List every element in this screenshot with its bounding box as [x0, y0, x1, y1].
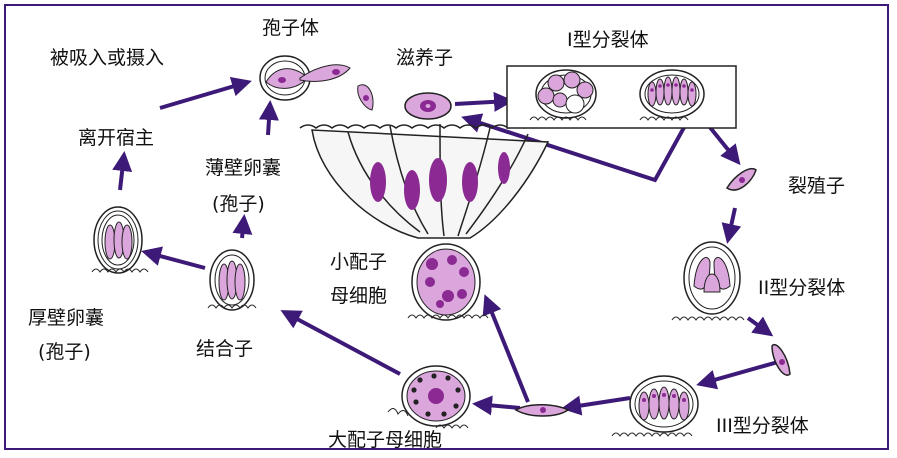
merozoite-1 — [727, 169, 756, 190]
host-nucleus — [462, 162, 478, 202]
zygote-cell — [208, 250, 256, 310]
arrow-merozoite-to-schizont3 — [700, 362, 778, 384]
arrow-trophozoite-to-schizont1 — [455, 101, 510, 104]
host-nucleus — [404, 170, 420, 210]
arrow-thin-to-sporozoite — [268, 104, 270, 135]
host-nucleus — [370, 162, 386, 202]
label-schizont-3: III型分裂体 — [716, 415, 809, 437]
label-merozoite: 裂殖子 — [788, 175, 845, 197]
host-nucleus — [498, 152, 510, 184]
label-zygote: 结合子 — [196, 338, 253, 360]
label-thick-oocyst-1: 厚壁卵囊 — [28, 307, 104, 329]
schizont-3-cell — [612, 376, 698, 436]
host-epithelium — [300, 124, 548, 238]
label-schizont-2: II型分裂体 — [758, 277, 845, 299]
label-infection: 被吸入或摄入 — [50, 47, 164, 69]
label-thick-oocyst-2: (孢子) — [38, 341, 91, 363]
trophozoite-cell — [405, 93, 451, 119]
microgamont-cell — [408, 244, 488, 320]
label-sporozoite: 孢子体 — [262, 17, 319, 39]
host-nucleus — [429, 158, 447, 202]
arrow-leave-to-sporozoite — [160, 82, 248, 108]
arrow-zygote-to-thick — [145, 252, 205, 268]
label-thin-oocyst-1: 薄壁卵囊 — [205, 157, 281, 179]
label-leave-host: 离开宿主 — [78, 127, 154, 149]
label-microgamont-2: 母细胞 — [330, 285, 387, 307]
merozoite-2 — [772, 345, 790, 376]
macrogamont-cell — [388, 366, 470, 428]
arrow-merozoite-to-microgamont — [486, 298, 528, 402]
sporozoite-oocyst — [260, 56, 373, 110]
arrow-merozoite-to-macrogamont — [476, 404, 520, 408]
label-microgamont-1: 小配子 — [330, 251, 387, 273]
arrow-schizont3-to-merozoite — [565, 398, 630, 408]
arrow-zygote-to-thin — [242, 218, 244, 238]
label-macrogamont: 大配子母细胞 — [328, 429, 442, 451]
arrow-thick-to-leave — [120, 155, 124, 190]
thick-oocyst-cell — [92, 207, 148, 273]
merozoite-3 — [516, 405, 568, 416]
label-thin-oocyst-2: (孢子) — [212, 193, 265, 215]
arrow-merozoite-to-schizont2 — [728, 208, 735, 240]
label-trophozoite: 滋养子 — [396, 47, 453, 69]
arrow-schizont2-to-merozoite — [748, 318, 770, 334]
schizont-1-box — [507, 66, 736, 128]
schizont-2-cell — [672, 242, 744, 320]
label-schizont-1: I型分裂体 — [567, 29, 649, 51]
arrow-macrogamont-to-zygote — [284, 312, 400, 374]
